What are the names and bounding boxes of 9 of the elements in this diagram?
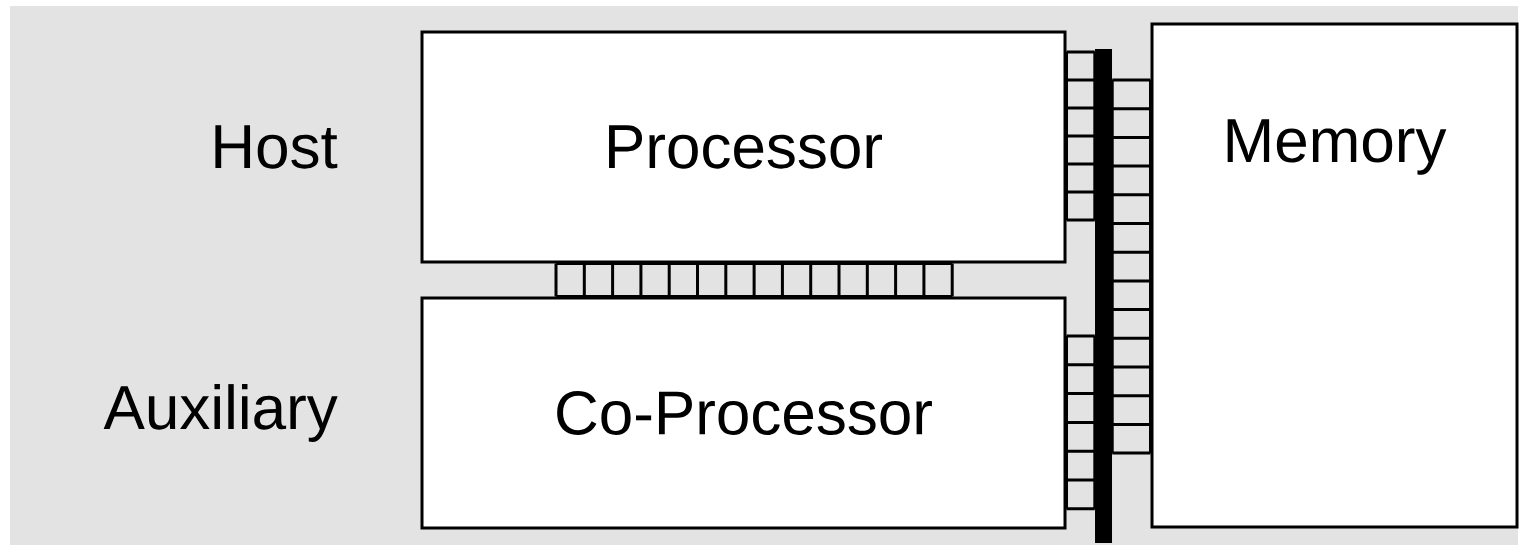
component-box: Co-Processor xyxy=(420,296,1067,530)
component-box: Processor xyxy=(420,30,1067,264)
bus-connector xyxy=(554,262,954,298)
bus-connector xyxy=(1110,78,1152,455)
bus-connector xyxy=(1065,50,1097,222)
row-label: Host xyxy=(215,125,338,169)
row-label: Auxiliary xyxy=(103,384,338,442)
component-box: Memory xyxy=(1150,22,1519,529)
bus-connector xyxy=(1065,334,1097,511)
